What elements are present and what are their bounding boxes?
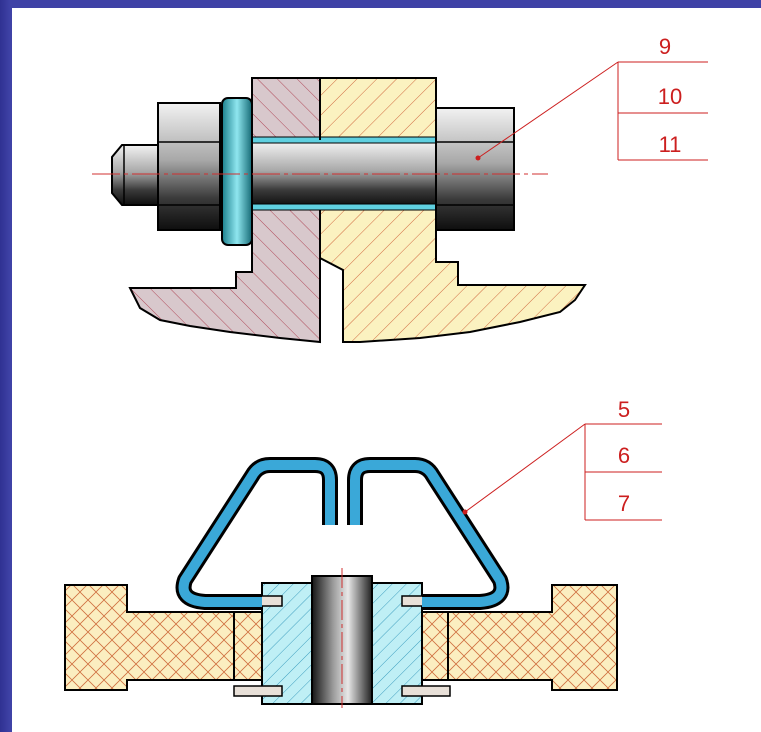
clip-assembly: 5 6 7 xyxy=(64,397,662,708)
bolt-assembly: 9 10 11 xyxy=(92,34,708,344)
bolt-callout-table: 9 10 11 xyxy=(617,34,708,161)
nut xyxy=(157,102,221,231)
bolt-head xyxy=(435,107,515,231)
callout-9: 9 xyxy=(659,34,671,59)
clearance-bottom xyxy=(251,203,437,211)
callout-11: 11 xyxy=(659,132,682,157)
clearance-top xyxy=(251,136,437,144)
washer xyxy=(221,97,253,246)
callout-6: 6 xyxy=(618,443,630,468)
clip-callout-table: 5 6 7 xyxy=(584,397,662,521)
callout-10: 10 xyxy=(658,84,682,109)
callout-5: 5 xyxy=(618,397,630,422)
bolt-leader-line xyxy=(477,61,619,159)
bolt-tip xyxy=(111,144,159,206)
callout-7: 7 xyxy=(618,491,630,516)
clip-leader-line xyxy=(464,423,586,513)
